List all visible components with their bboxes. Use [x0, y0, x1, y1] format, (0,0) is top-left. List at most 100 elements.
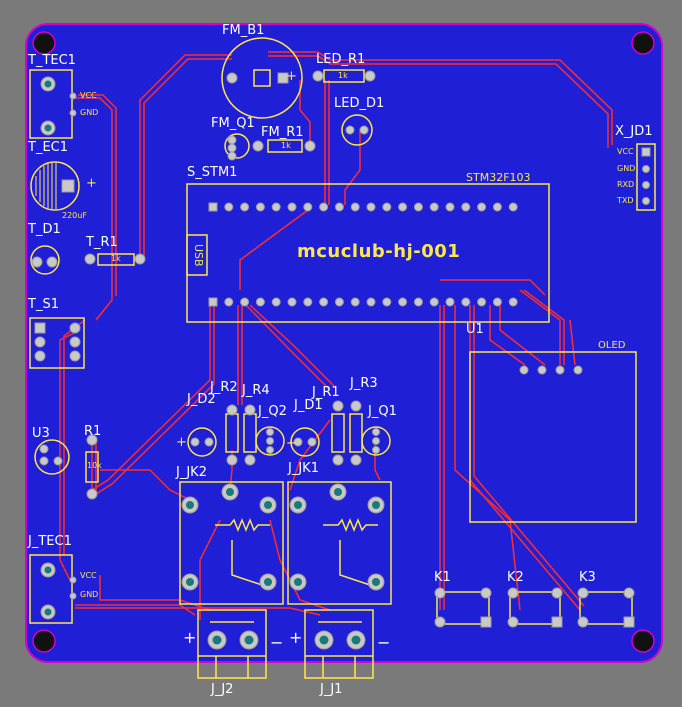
label-led-r1: LED_R1	[316, 52, 366, 67]
stm32-pin	[240, 297, 250, 307]
stm32-pin	[350, 202, 360, 212]
stm32-pin-rows	[208, 202, 518, 307]
label-t-tec1: T_TEC1	[28, 53, 76, 68]
stm32-pin	[350, 297, 360, 307]
label-j-r1: J_R1	[312, 385, 340, 400]
label-j-d2: J_D2	[187, 392, 216, 407]
stm32-pin	[398, 202, 408, 212]
led-r1-footprint	[323, 69, 365, 83]
stm32-pin	[255, 202, 265, 212]
silk-cap-value: 220uF	[62, 211, 87, 220]
silk-j-d2-plus: +	[176, 435, 187, 450]
silk-cap-plus: +	[86, 176, 97, 191]
board-outline	[25, 23, 663, 663]
j-d2-footprint	[187, 427, 217, 457]
t-d1-footprint	[30, 245, 60, 275]
t-tec1-footprint	[29, 69, 73, 139]
label-t-d1: T_D1	[28, 222, 61, 237]
label-r1: R1	[84, 424, 102, 439]
t-s1-footprint	[29, 317, 85, 369]
stm32-pin	[461, 297, 471, 307]
stm32-pin	[413, 202, 423, 212]
silk-gnd-top: GND	[80, 108, 99, 117]
stm32-pin	[334, 297, 344, 307]
stm32-pin	[334, 202, 344, 212]
silk-gnd-bottom: GND	[80, 590, 99, 599]
label-j-jk2: J_JK2	[176, 465, 207, 480]
silk-vcc-bottom: VCC	[80, 571, 97, 580]
stm32-pin	[461, 202, 471, 212]
stm32-pin	[382, 202, 392, 212]
label-j-r3: J_R3	[350, 376, 378, 391]
j-jk1-footprint	[287, 481, 392, 605]
silk-fm-r1-value: 1k	[281, 141, 291, 150]
j-q1-footprint	[361, 426, 391, 456]
label-s-stm1: S_STM1	[187, 165, 238, 180]
silk-j-j2-minus: −	[270, 633, 284, 652]
stm32-pin	[366, 202, 376, 212]
stm32-pin	[271, 297, 281, 307]
label-k2: K2	[507, 570, 524, 585]
led-d1-footprint	[341, 114, 373, 146]
stm32-pin	[208, 297, 218, 307]
label-j-r2: J_R2	[210, 380, 238, 395]
stm32-pin	[240, 202, 250, 212]
u3-footprint	[34, 439, 70, 475]
stm32-pin	[255, 297, 265, 307]
fm-r1-footprint	[267, 139, 303, 153]
silk-xjd-gnd: GND	[617, 164, 636, 173]
stm32-pin	[208, 202, 218, 212]
stm32-pin	[477, 202, 487, 212]
k2-footprint	[509, 591, 561, 625]
usb-outline	[186, 234, 208, 276]
stm32-pin	[429, 297, 439, 307]
label-j-j2: J_J2	[211, 682, 234, 697]
silk-j-j2-plus: +	[183, 628, 197, 647]
label-stm32f103: STM32F103	[466, 171, 531, 184]
label-j-q2: J_Q2	[258, 404, 287, 419]
stm32-pin	[398, 297, 408, 307]
stm32-pin	[319, 202, 329, 212]
label-k3: K3	[579, 570, 596, 585]
stm32-pin	[224, 297, 234, 307]
label-fm-b1: FM_B1	[222, 23, 265, 38]
stm32-pin	[303, 297, 313, 307]
silk-j-j1-plus: +	[289, 628, 303, 647]
stm32-pin	[303, 202, 313, 212]
label-j-tec1: J_TEC1	[28, 534, 72, 549]
j-tec1-footprint	[29, 554, 73, 624]
stm32-pin	[271, 202, 281, 212]
j-j1-footprint	[304, 609, 374, 679]
label-j-q1: J_Q1	[368, 404, 397, 419]
label-x-jd1: X_JD1	[615, 124, 653, 139]
j-q2-footprint	[255, 426, 285, 456]
label-u3: U3	[32, 426, 50, 441]
stm32-pin	[445, 297, 455, 307]
mounting-holes	[32, 31, 655, 653]
r1-footprint	[85, 451, 99, 483]
t-r1-footprint	[97, 253, 135, 266]
silk-j-d1-plus: +	[286, 436, 297, 451]
label-j-r4: J_R4	[242, 383, 270, 398]
silk-r1-value: 10k	[87, 461, 102, 470]
stm32-pin	[382, 297, 392, 307]
j-jk2-footprint	[179, 481, 284, 605]
stm32-pin	[319, 297, 329, 307]
stm32-pin	[492, 297, 502, 307]
stm32-pin	[492, 202, 502, 212]
stm32-pin	[445, 202, 455, 212]
label-fm-r1: FM_R1	[261, 125, 304, 140]
fm-b1-footprint	[221, 37, 303, 119]
j-j2-footprint	[197, 609, 267, 679]
j-d1-footprint	[290, 427, 320, 457]
x-jd1-footprint	[636, 143, 656, 211]
stm32-pin	[429, 202, 439, 212]
stm32-pin	[508, 297, 518, 307]
label-u1: U1	[466, 322, 484, 337]
stm32-pin	[224, 202, 234, 212]
label-j-d1: J_D1	[294, 398, 323, 413]
silk-xjd-txd: TXD	[617, 196, 634, 205]
k1-footprint	[436, 591, 490, 625]
label-j-j1: J_J1	[320, 682, 343, 697]
